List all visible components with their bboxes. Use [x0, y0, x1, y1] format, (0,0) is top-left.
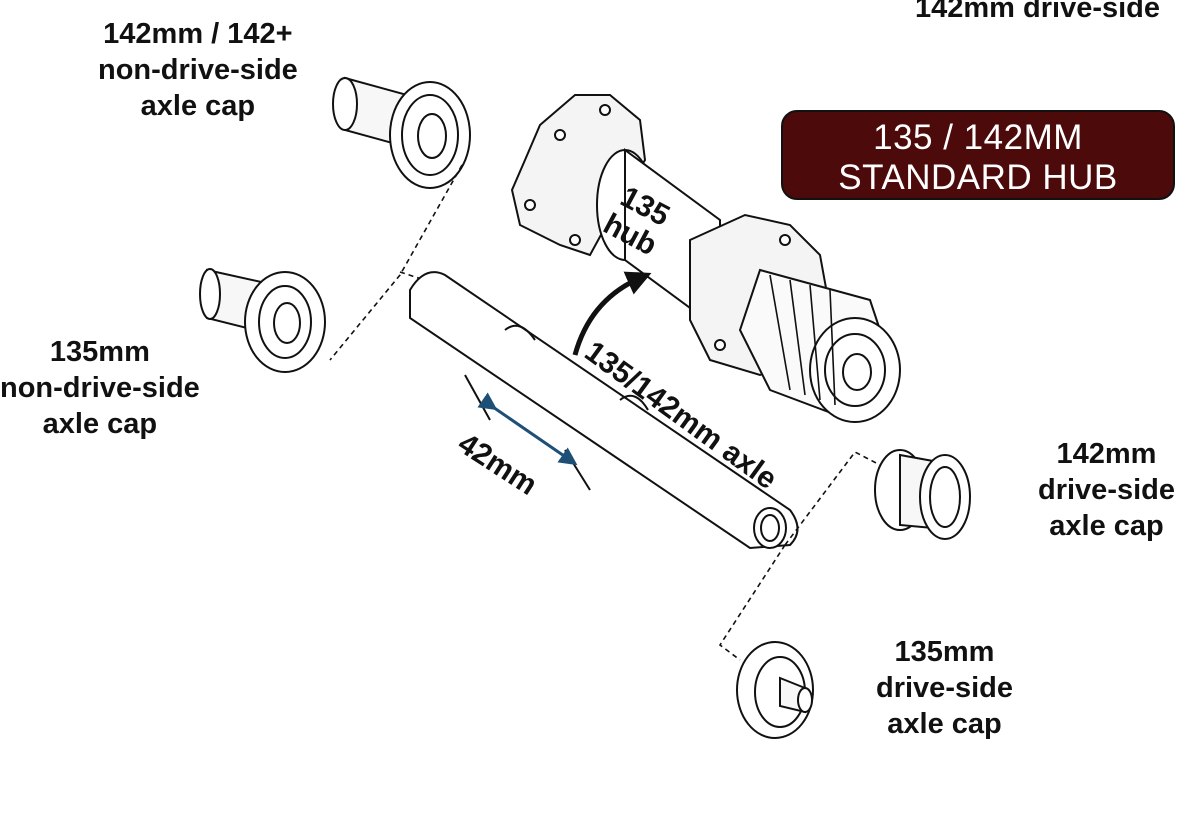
axle-cap-icon	[736, 641, 814, 739]
ds135-label-line2: drive-side	[876, 672, 1013, 704]
dimension-arrow-icon	[464, 374, 591, 491]
freehub-icon	[738, 268, 901, 423]
hub-body-icon	[510, 94, 832, 377]
axle-cap-icon	[332, 76, 471, 189]
axle-cap-icon	[199, 268, 326, 373]
dashed-leader-line	[718, 450, 881, 661]
ndss135-label-line1: 135mm	[49, 336, 150, 368]
axle-icon	[409, 271, 799, 550]
ds142-label-line2: drive-side	[1038, 474, 1175, 506]
ndss135-label-line3: axle cap	[42, 408, 158, 440]
ds135-label-line1: 135mm	[894, 636, 995, 668]
top-right-label-text: 142mm drive-side	[915, 0, 1161, 24]
curved-arrow-icon	[572, 271, 652, 356]
axle-cap-icon	[874, 449, 971, 540]
ds135-label: 135mm drive-side axle cap	[876, 634, 1013, 742]
banner-line1: 135 / 142MM	[873, 118, 1083, 157]
top-right-label: 142mm drive-side	[915, 0, 1160, 26]
ndss135-label-line2: non-drive-side	[0, 372, 200, 404]
ds142-label-line3: axle cap	[1049, 510, 1164, 542]
ndss142-label-line2: non-drive-side	[98, 54, 298, 86]
standard-hub-banner: 135 / 142MM STANDARD HUB	[781, 110, 1175, 200]
ndss142-label-line1: 142mm / 142+	[103, 18, 293, 50]
ds142-label: 142mm drive-side axle cap	[1038, 436, 1175, 544]
ndss142-label-line3: axle cap	[140, 90, 256, 122]
ndss135-label: 135mm non-drive-side axle cap	[0, 334, 200, 442]
banner-line2: STANDARD HUB	[838, 158, 1118, 197]
ds142-label-line1: 142mm	[1056, 438, 1157, 470]
ds135-label-line3: axle cap	[887, 708, 1002, 740]
ndss142-label: 142mm / 142+ non-drive-side axle cap	[98, 16, 298, 124]
